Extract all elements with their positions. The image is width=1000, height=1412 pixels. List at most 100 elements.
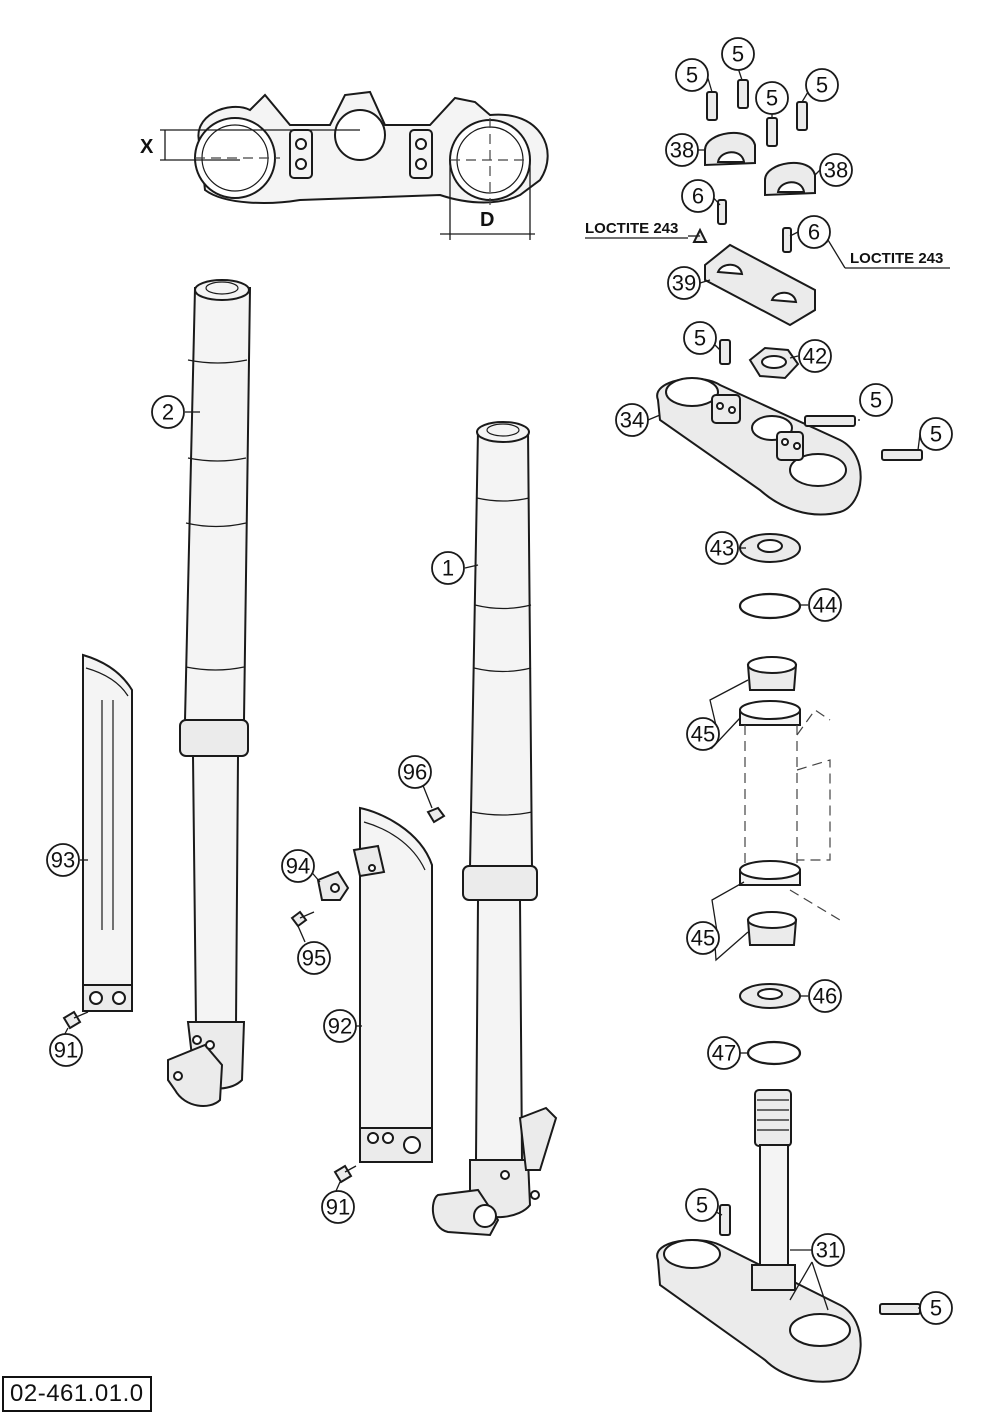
callout-44: 44 [808,588,842,622]
bolt-5-bridge-right-1 [804,415,856,427]
dust-seal-46 [739,983,801,1009]
fork-leg-2 [167,279,252,1107]
svg-text:6: 6 [692,184,704,209]
loctite-note-right: LOCTITE 243 [850,250,943,267]
callout-42: 42 [798,339,832,373]
svg-text:95: 95 [302,946,326,971]
svg-text:42: 42 [803,344,827,369]
callout-5: 5 [685,1188,719,1222]
callout-31: 31 [811,1233,845,1267]
o-ring-47 [746,1040,802,1066]
callout-5: 5 [755,81,789,115]
bolt-91-left [62,1010,89,1030]
callout-96: 96 [398,755,432,789]
callout-93: 93 [46,843,80,877]
callout-38: 38 [665,133,699,167]
callout-46: 46 [808,979,842,1013]
clamp-bolts-top [706,79,808,147]
callout-5: 5 [721,37,755,71]
callout-95: 95 [297,941,331,975]
handlebar-clamp-base-39 [704,243,816,327]
callout-34: 34 [615,403,649,437]
svg-text:39: 39 [672,271,696,296]
dimension-d-label: D [480,209,494,231]
svg-text:45: 45 [691,722,715,747]
bearing-45-upper [739,656,801,726]
svg-text:31: 31 [816,1238,840,1263]
callout-5: 5 [859,383,893,417]
callout-91: 91 [321,1190,355,1224]
svg-text:5: 5 [732,42,744,67]
svg-text:38: 38 [824,158,848,183]
svg-text:2: 2 [162,400,174,425]
callout-45: 45 [686,717,720,751]
svg-text:5: 5 [870,388,882,413]
svg-text:91: 91 [54,1038,78,1063]
callout-94: 94 [281,849,315,883]
svg-text:34: 34 [620,408,644,433]
svg-text:43: 43 [710,536,734,561]
callout-6: 6 [797,215,831,249]
lower-triple-clamp-31 [656,1089,862,1383]
svg-text:5: 5 [694,326,706,351]
svg-text:5: 5 [930,422,942,447]
bolt-5-upper-bridge [719,339,731,365]
bolt-91-right [333,1164,357,1184]
diagram-reference-code: 02-461.01.0 [2,1376,152,1412]
steering-head-frame [744,709,841,921]
nut-96 [426,806,446,824]
callout-2: 2 [151,395,185,429]
svg-text:46: 46 [813,984,837,1009]
svg-text:6: 6 [808,220,820,245]
nut-42 [748,346,800,380]
callout-5: 5 [919,1291,953,1325]
bearing-45-lower [739,860,801,946]
fork-leg-1 [431,421,558,1237]
callout-6: 6 [681,179,715,213]
callout-43: 43 [705,531,739,565]
callout-5: 5 [683,321,717,355]
svg-text:5: 5 [696,1193,708,1218]
handlebar-clamp-38-right [764,161,816,197]
callout-39: 39 [667,266,701,300]
svg-text:47: 47 [712,1041,736,1066]
callout-47: 47 [707,1036,741,1070]
callout-38: 38 [819,153,853,187]
handlebar-clamp-38-left [704,131,756,167]
svg-text:5: 5 [686,63,698,88]
svg-text:5: 5 [766,86,778,111]
svg-text:5: 5 [816,73,828,98]
svg-text:38: 38 [670,138,694,163]
dimension-x-label: X [140,136,154,158]
svg-text:5: 5 [930,1296,942,1321]
callout-92: 92 [323,1009,357,1043]
callout-1: 1 [431,551,465,585]
svg-text:96: 96 [403,760,427,785]
brake-line-clamp-94 [316,870,350,901]
upper-triple-clamp-34 [656,377,862,516]
triple-clamp-dimension-view [160,90,549,240]
fork-guard-93 [82,653,133,1012]
bolt-5-lower-bridge [879,1303,921,1315]
svg-text:44: 44 [813,593,837,618]
bolt-5-bridge-right-2 [881,449,923,461]
screw-6-right [782,227,792,253]
dust-seal-43 [739,533,801,563]
loctite-note-left: LOCTITE 243 [585,220,678,237]
screw-6-left [717,199,727,225]
o-ring-44 [738,592,802,620]
callout-5: 5 [919,417,953,451]
svg-text:92: 92 [328,1014,352,1039]
svg-text:1: 1 [442,556,454,581]
svg-text:45: 45 [691,926,715,951]
callout-91: 91 [49,1033,83,1067]
svg-text:91: 91 [326,1195,350,1220]
callout-5: 5 [675,58,709,92]
svg-text:93: 93 [51,848,75,873]
callout-45: 45 [686,921,720,955]
callout-5: 5 [805,68,839,102]
screw-95 [290,910,315,928]
fork-guard-92 [352,806,433,1163]
svg-text:94: 94 [286,854,310,879]
